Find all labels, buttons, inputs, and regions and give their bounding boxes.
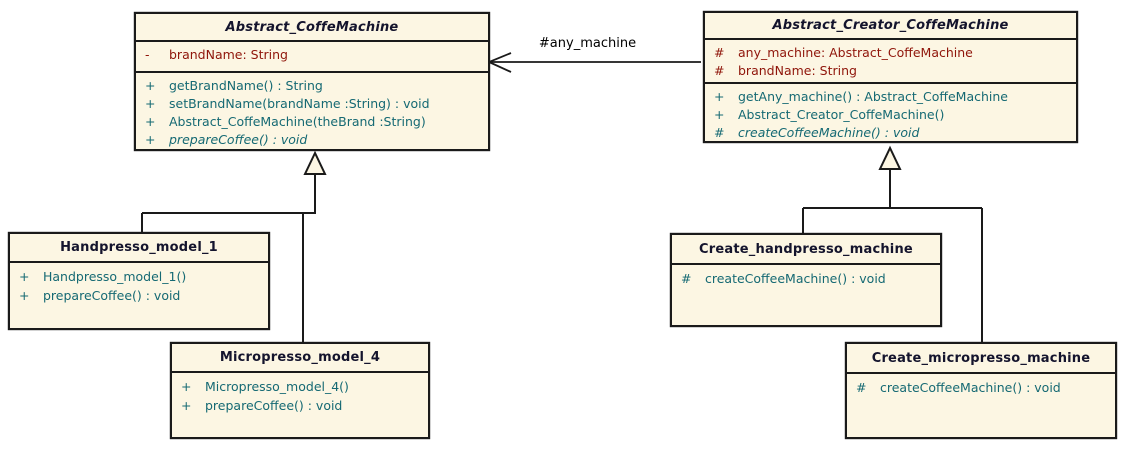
class-title: Abstract_CoffeMachine [136,14,488,42]
method-text: prepareCoffee() : void [205,398,343,413]
method-text: prepareCoffee() : void [169,132,308,147]
method-text: createCoffeeMachine() : void [880,380,1061,395]
class-abstract-creator-coffemachine: Abstract_Creator_CoffeMachine # any_mach… [703,11,1078,143]
methods-compartment: + Handpresso_model_1() + prepareCoffee()… [10,263,268,305]
association-line [486,52,701,73]
visibility-marker: # [856,380,867,395]
generalization-right [802,169,983,342]
method-row: + getAny_machine() : Abstract_CoffeMachi… [711,88,1072,106]
visibility-marker: - [145,47,150,62]
visibility-marker: + [181,379,192,394]
methods-compartment: + getBrandName() : String + setBrandName… [136,73,488,149]
methods-compartment: # createCoffeeMachine() : void [672,265,940,288]
generalization-triangle-right-icon [878,145,902,170]
class-micropresso-model-4: Micropresso_model_4 + Micropresso_model_… [170,342,430,439]
class-title: Create_micropresso_machine [847,344,1115,374]
visibility-marker: + [145,96,156,111]
method-row: + Abstract_Creator_CoffeMachine() [711,106,1072,124]
class-title: Handpresso_model_1 [10,234,268,263]
visibility-marker: + [181,398,192,413]
method-row: + prepareCoffee() : void [16,286,264,305]
association-role-label: #any_machine [538,36,637,51]
method-text: createCoffeeMachine() : void [738,125,920,140]
method-text: prepareCoffee() : void [43,288,181,303]
method-row: # createCoffeeMachine() : void [711,124,1072,142]
visibility-marker: + [19,269,30,284]
attributes-compartment: # any_machine: Abstract_CoffeMachine # b… [705,40,1076,84]
attribute-row: # brandName: String [711,62,1072,80]
visibility-marker: + [714,107,725,122]
method-text: setBrandName(brandName :String) : void [169,96,430,111]
class-handpresso-model-1: Handpresso_model_1 + Handpresso_model_1(… [8,232,270,330]
visibility-marker: # [714,125,725,140]
method-row: + Abstract_CoffeMachine(theBrand :String… [142,113,484,131]
method-text: Micropresso_model_4() [205,379,349,394]
attribute-text: brandName: String [738,63,857,78]
class-title: Micropresso_model_4 [172,344,428,373]
visibility-marker: + [145,78,156,93]
method-text: Handpresso_model_1() [43,269,187,284]
methods-compartment: + getAny_machine() : Abstract_CoffeMachi… [705,84,1076,142]
method-row: + prepareCoffee() : void [142,131,484,149]
method-text: getAny_machine() : Abstract_CoffeMachine [738,89,1009,104]
class-create-handpresso-machine: Create_handpresso_machine # createCoffee… [670,233,942,327]
method-row: + Handpresso_model_1() [16,267,264,286]
method-row: # createCoffeeMachine() : void [678,269,936,288]
method-row: + setBrandName(brandName :String) : void [142,95,484,113]
class-abstract-coffemachine: Abstract_CoffeMachine - brandName: Strin… [134,12,490,151]
class-create-micropresso-machine: Create_micropresso_machine # createCoffe… [845,342,1117,439]
methods-compartment: # createCoffeeMachine() : void [847,374,1115,397]
method-text: createCoffeeMachine() : void [705,271,886,286]
methods-compartment: + Micropresso_model_4() + prepareCoffee(… [172,373,428,415]
attribute-row: - brandName: String [142,46,484,64]
visibility-marker: # [714,45,725,60]
method-row: + prepareCoffee() : void [178,396,424,415]
visibility-marker: # [681,271,692,286]
attribute-row: # any_machine: Abstract_CoffeMachine [711,44,1072,62]
method-text: Abstract_CoffeMachine(theBrand :String) [169,114,426,129]
attributes-compartment: - brandName: String [136,42,488,73]
method-row: # createCoffeeMachine() : void [853,378,1111,397]
class-title: Create_handpresso_machine [672,235,940,265]
generalization-triangle-left-icon [303,150,327,175]
visibility-marker: + [145,114,156,129]
method-row: + getBrandName() : String [142,77,484,95]
method-row: + Micropresso_model_4() [178,377,424,396]
visibility-marker: + [145,132,156,147]
visibility-marker: + [19,288,30,303]
generalization-left [141,174,316,342]
method-text: Abstract_Creator_CoffeMachine() [738,107,945,122]
attribute-text: brandName: String [169,47,288,62]
method-text: getBrandName() : String [169,78,323,93]
class-title: Abstract_Creator_CoffeMachine [705,13,1076,40]
attribute-text: any_machine: Abstract_CoffeMachine [738,45,973,60]
visibility-marker: # [714,63,725,78]
visibility-marker: + [714,89,725,104]
